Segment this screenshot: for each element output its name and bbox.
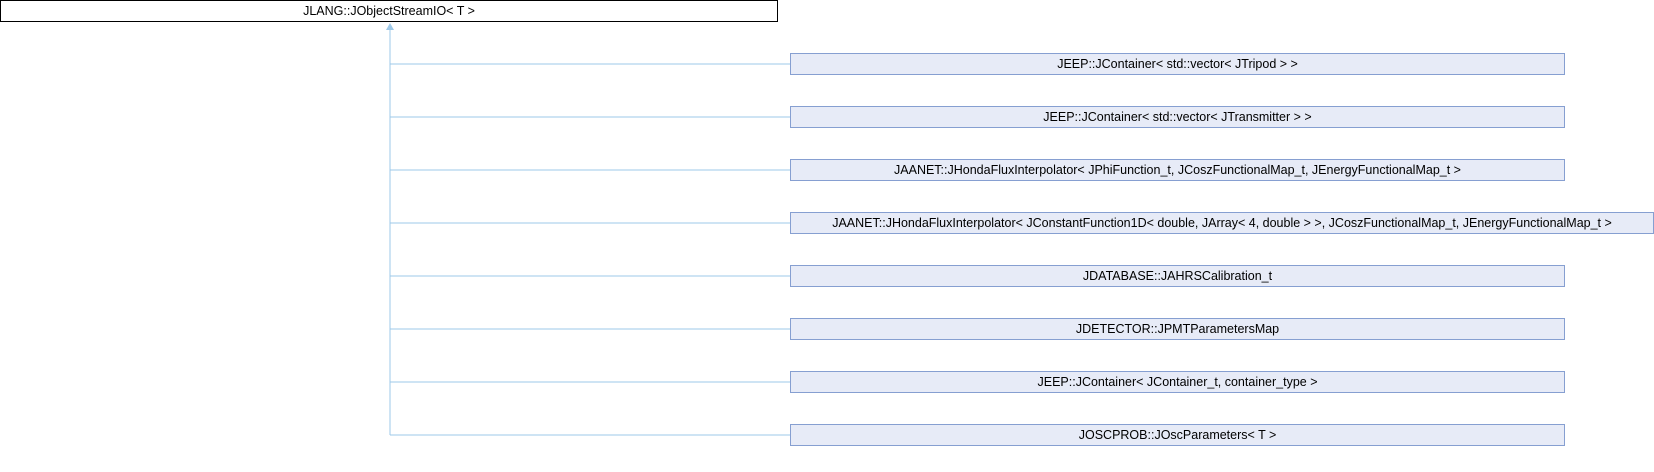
- class-node[interactable]: JAANET::JHondaFluxInterpolator< JPhiFunc…: [790, 159, 1565, 181]
- class-node-label: JLANG::JObjectStreamIO< T >: [303, 4, 475, 18]
- class-node[interactable]: JDETECTOR::JPMTParametersMap: [790, 318, 1565, 340]
- class-node[interactable]: JEEP::JContainer< JContainer_t, containe…: [790, 371, 1565, 393]
- class-node-label: JOSCPROB::JOscParameters< T >: [1078, 428, 1277, 442]
- class-node[interactable]: JEEP::JContainer< std::vector< JTripod >…: [790, 53, 1565, 75]
- class-node[interactable]: JDATABASE::JAHRSCalibration_t: [790, 265, 1565, 287]
- class-node[interactable]: JAANET::JHondaFluxInterpolator< JConstan…: [790, 212, 1654, 234]
- class-node-label: JEEP::JContainer< JContainer_t, containe…: [1037, 375, 1318, 389]
- class-node[interactable]: JOSCPROB::JOscParameters< T >: [790, 424, 1565, 446]
- class-node-label: JEEP::JContainer< std::vector< JTripod >…: [1057, 57, 1298, 71]
- class-node-label: JDETECTOR::JPMTParametersMap: [1075, 322, 1280, 336]
- inheritance-arrowhead: [386, 23, 394, 30]
- class-node-label: JEEP::JContainer< std::vector< JTransmit…: [1043, 110, 1312, 124]
- class-node-label: JAANET::JHondaFluxInterpolator< JConstan…: [832, 216, 1612, 230]
- class-node-label: JDATABASE::JAHRSCalibration_t: [1082, 269, 1273, 283]
- class-node-root[interactable]: JLANG::JObjectStreamIO< T >: [0, 0, 778, 22]
- class-node[interactable]: JEEP::JContainer< std::vector< JTransmit…: [790, 106, 1565, 128]
- class-node-label: JAANET::JHondaFluxInterpolator< JPhiFunc…: [894, 163, 1461, 177]
